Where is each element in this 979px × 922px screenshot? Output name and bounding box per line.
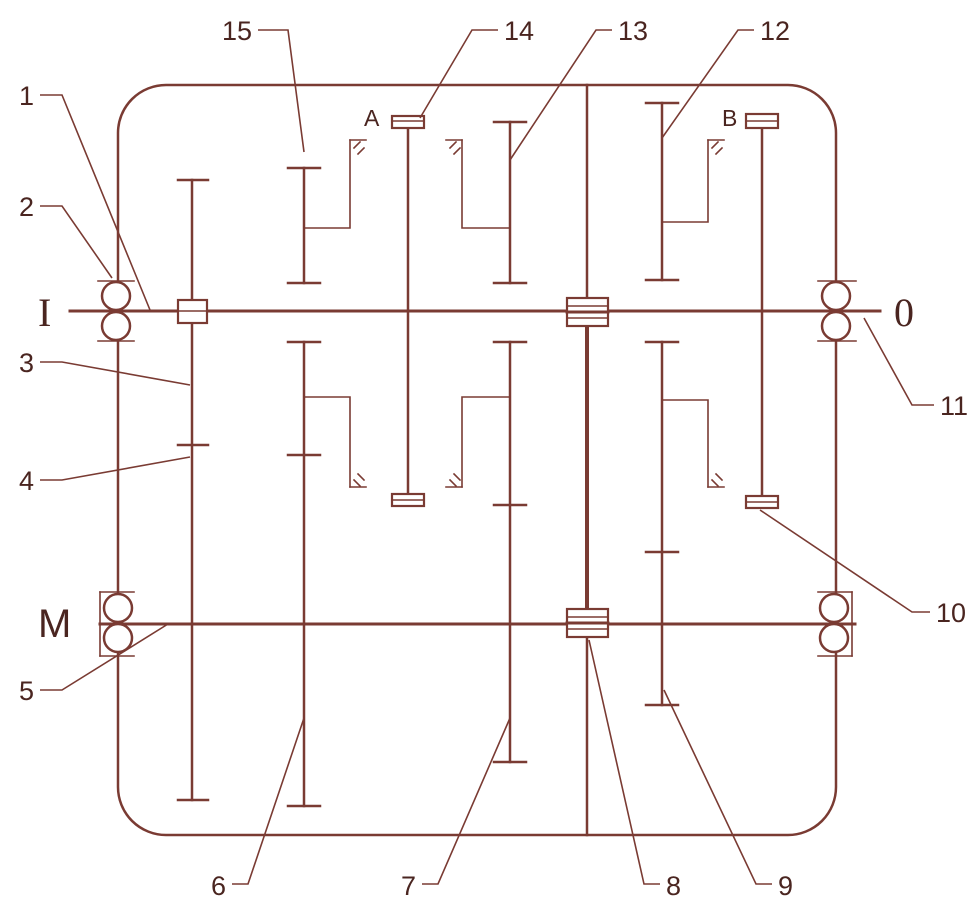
- callout-8: 8: [666, 871, 681, 901]
- callout-1: 1: [19, 81, 34, 111]
- callout-12: 12: [760, 16, 790, 46]
- callout-2: 2: [19, 192, 34, 222]
- gear-column-7-lower: [461, 340, 528, 764]
- gear-column-6-lower: [286, 340, 351, 808]
- synchro-b: [744, 112, 780, 510]
- center-synchro-lower: [565, 607, 610, 639]
- center-synchro-upper: [565, 296, 610, 328]
- point-label-a: A: [364, 105, 380, 131]
- synchro-a: [390, 114, 426, 508]
- callout-3: 3: [19, 348, 34, 378]
- gear-column-15-upper: [286, 139, 351, 285]
- callout-6: 6: [211, 871, 226, 901]
- callout-5: 5: [19, 676, 34, 706]
- gear-column-9-lower: [644, 340, 709, 707]
- gear-column-12-upper: [644, 101, 709, 282]
- bearing-right-main: [817, 280, 857, 342]
- callout-10: 10: [936, 598, 966, 628]
- callout-14: 14: [504, 16, 534, 46]
- callout-7: 7: [401, 871, 416, 901]
- gearbox-housing: [116, 83, 838, 837]
- bearing-right-counter: [817, 591, 853, 657]
- shaft-label-output: 0: [894, 290, 914, 335]
- gear-column-3: [176, 178, 210, 802]
- gear-column-13-upper: [461, 120, 528, 285]
- callout-4: 4: [19, 466, 34, 496]
- bearing-left-counter: [99, 591, 135, 657]
- shaft-label-counter: M: [38, 602, 71, 646]
- callout-leaders: [40, 29, 934, 885]
- callout-13: 13: [618, 16, 648, 46]
- point-label-b: B: [722, 105, 737, 131]
- callout-11: 11: [940, 391, 968, 421]
- bearing-ticks: [349, 139, 725, 488]
- callout-9: 9: [778, 871, 793, 901]
- shaft-label-input: I: [38, 290, 51, 335]
- bearing-left-main: [97, 280, 135, 342]
- callout-15: 15: [222, 16, 252, 46]
